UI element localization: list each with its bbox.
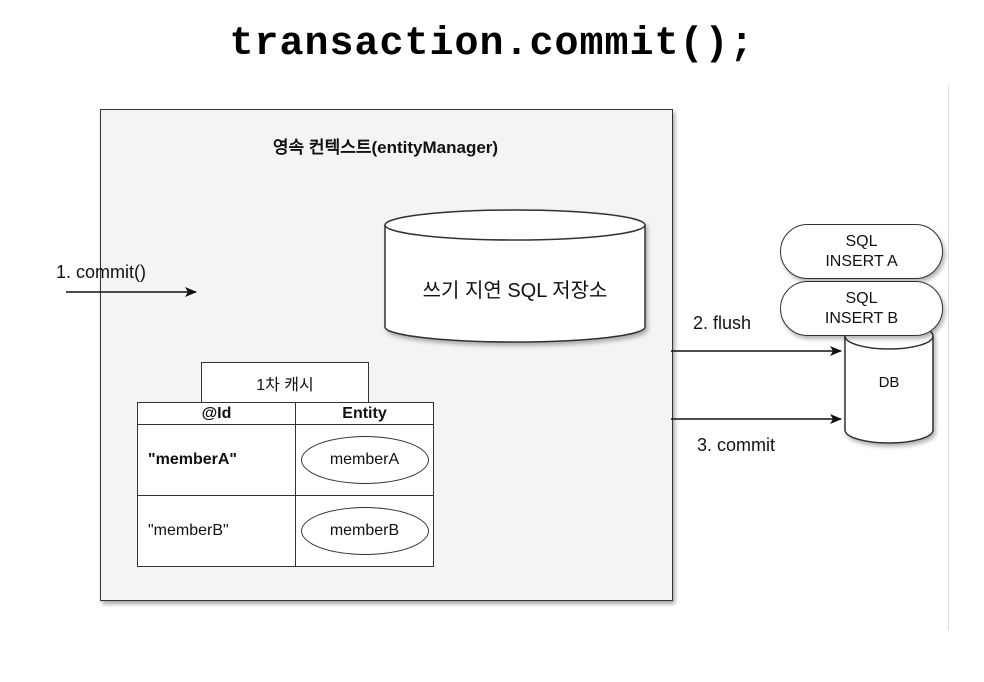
- right-divider: [948, 85, 949, 630]
- cache-header-id: @Id: [137, 402, 296, 425]
- commit-db-label: 3. commit: [697, 435, 776, 455]
- sql-insert-b-line1: SQL: [845, 289, 878, 307]
- first-level-cache-label: 1차 캐시: [201, 362, 369, 402]
- sql-insert-a: SQL INSERT A: [780, 224, 943, 279]
- cache-row: "memberB" memberB: [137, 495, 434, 567]
- first-level-cache-table: @Id Entity "memberA" memberA "memberB" m…: [137, 402, 434, 567]
- page-title: transaction.commit();: [229, 22, 755, 67]
- sql-insert-a-line1: SQL: [845, 232, 878, 250]
- sql-insert-b-line2: INSERT B: [824, 309, 899, 327]
- cache-row-id: "memberB": [137, 495, 296, 567]
- cache-row-entity-cell: memberA: [295, 424, 434, 496]
- write-behind-store-cylinder: [384, 209, 646, 343]
- cache-row: "memberA" memberA: [137, 424, 434, 496]
- write-behind-store-label: 쓰기 지연 SQL 저장소: [422, 280, 608, 302]
- cache-header-entity: Entity: [295, 402, 434, 425]
- sql-insert-a-line2: INSERT A: [825, 252, 898, 270]
- entity-oval: memberB: [300, 507, 429, 555]
- sql-insert-b: SQL INSERT B: [780, 281, 943, 336]
- cache-row-id: "memberA": [137, 424, 296, 496]
- persistence-context-label: 영속 컨텍스트(entityManager): [272, 138, 499, 157]
- cache-row-entity-cell: memberB: [295, 495, 434, 567]
- flush-label: 2. flush: [693, 313, 752, 333]
- db-label: DB: [878, 374, 900, 391]
- entity-oval: memberA: [300, 436, 429, 484]
- cache-header-row: @Id Entity: [137, 402, 434, 425]
- commit-in-label: 1. commit(): [56, 262, 146, 282]
